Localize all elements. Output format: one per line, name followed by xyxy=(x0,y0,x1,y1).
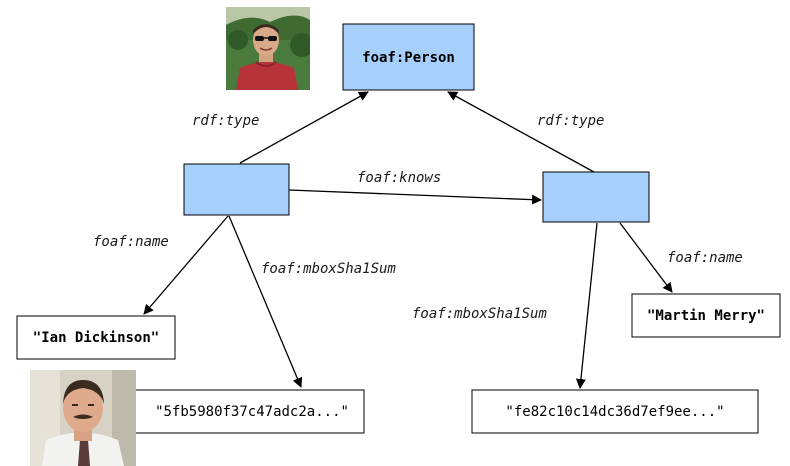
label-martin-rdf-type: rdf:type xyxy=(537,113,604,129)
label-ian-mbox: foaf:mboxSha1Sum xyxy=(261,261,396,277)
literal-martin-name-box xyxy=(631,293,781,338)
label-ian-rdf-type: rdf:type xyxy=(192,113,259,129)
label-ian-foaf-name: foaf:name xyxy=(93,234,169,250)
photo-top xyxy=(226,7,310,90)
label-martin-mbox: foaf:mboxSha1Sum xyxy=(412,306,547,322)
literal-martin-sha1: "fe82c10c14dc36d7ef9ee..." xyxy=(505,404,724,420)
literal-martin-sha1-box xyxy=(471,389,759,434)
literal-ian-name: "Ian Dickinson" xyxy=(33,330,159,346)
edge-ian-rdf-type xyxy=(239,91,369,164)
photo-bottom xyxy=(30,370,136,466)
label-foaf-knows: foaf:knows xyxy=(357,170,441,186)
literal-ian-sha1-box xyxy=(116,389,365,434)
literal-ian-sha1: "5fb5980f37c47adc2a..." xyxy=(155,404,349,420)
label-martin-foaf-name: foaf:name xyxy=(667,250,743,266)
literal-martin-name: "Martin Merry" xyxy=(647,308,765,324)
class-node-foaf-person xyxy=(342,23,475,91)
literal-ian-name-box xyxy=(16,315,176,360)
edge-foaf-knows xyxy=(288,189,542,205)
resource-node-martin xyxy=(542,171,650,223)
edge-martin-foaf-name xyxy=(619,222,673,293)
edge-ian-mbox xyxy=(228,215,303,388)
resource-node-ian xyxy=(183,163,290,216)
edge-ian-foaf-name xyxy=(143,215,229,315)
edge-martin-mbox xyxy=(575,222,598,389)
edge-martin-rdf-type xyxy=(447,91,595,173)
class-node-label: foaf:Person xyxy=(362,50,455,66)
